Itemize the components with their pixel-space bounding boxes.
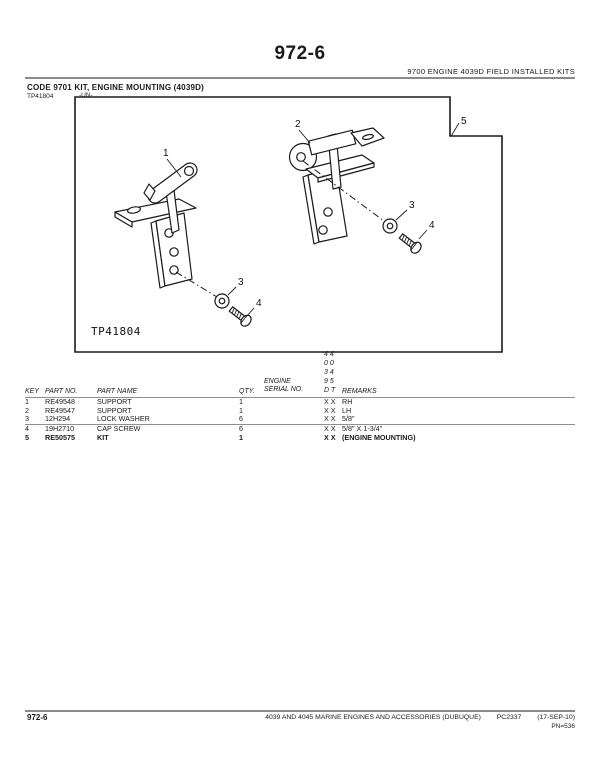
bracket-right-drawing bbox=[288, 127, 385, 245]
washer-left-drawing bbox=[214, 293, 230, 309]
cell-remarks: 5/8" bbox=[342, 414, 575, 426]
cell-part-name: KIT bbox=[97, 432, 109, 442]
cell-key: 3 bbox=[25, 414, 45, 426]
header-rule bbox=[25, 77, 575, 79]
table-row: 3 12H294 LOCK WASHER 6 X X 5/8" bbox=[25, 414, 575, 426]
cell-serial-spacer bbox=[264, 407, 324, 416]
engine-label: ENGINE bbox=[264, 377, 291, 385]
cell-key: 4 bbox=[25, 424, 29, 434]
cell-serial-spacer bbox=[264, 425, 324, 434]
col-header-remarks: REMARKS bbox=[342, 350, 575, 398]
callout-1: 1 bbox=[163, 148, 182, 178]
engine-code-line: 3 4 bbox=[324, 369, 334, 376]
cell-part-no: RE49547 bbox=[45, 405, 75, 415]
cell-part-no: 12H294 bbox=[45, 414, 97, 426]
footer-page-number: 972-6 bbox=[27, 713, 48, 722]
cell-part-no: RE50575 bbox=[45, 432, 75, 442]
serial-no-label: SERIAL NO. bbox=[264, 386, 304, 394]
cell-part-name: SUPPORT bbox=[97, 397, 132, 406]
cell-key: 1 bbox=[25, 397, 29, 406]
callout-3-left: 3 bbox=[227, 277, 244, 296]
footer-rule bbox=[25, 710, 575, 712]
section-title: 9700 ENGINE 4039D FIELD INSTALLED KITS bbox=[407, 67, 575, 76]
cell-serial: X X bbox=[324, 414, 342, 426]
parts-table: KEY PART NO. PART NAME QTY. ENGINE SERIA… bbox=[25, 350, 575, 443]
footer-pn: PN=536 bbox=[551, 723, 575, 730]
svg-text:2: 2 bbox=[295, 119, 301, 130]
footer-catalog-line: 4039 AND 4045 MARINE ENGINES AND ACCESSO… bbox=[265, 714, 575, 721]
footer-catalog-title: 4039 AND 4045 MARINE ENGINES AND ACCESSO… bbox=[265, 714, 481, 721]
washer-right-drawing bbox=[382, 218, 398, 234]
cell-part-name: SUPPORT bbox=[97, 405, 132, 415]
cell-serial: X X bbox=[324, 397, 336, 406]
cell-serial: X X bbox=[324, 432, 336, 442]
image-id-label: TP41804 bbox=[27, 93, 54, 100]
diagram-tp-label: TP41804 bbox=[91, 325, 141, 338]
cell-qty: 1 bbox=[239, 397, 243, 406]
svg-text:3: 3 bbox=[409, 200, 415, 211]
footer-catalog-code: PC2337 bbox=[496, 714, 522, 721]
cell-qty: 1 bbox=[239, 432, 243, 442]
code-title: CODE 9701 KIT, ENGINE MOUNTING (4039D) bbox=[27, 83, 204, 92]
callout-4-left: 4 bbox=[245, 298, 262, 318]
cap-screw-right-drawing bbox=[398, 233, 422, 254]
cell-key: 5 bbox=[25, 432, 29, 442]
cell-serial-spacer bbox=[264, 434, 324, 443]
engine-code-line: 4 4 bbox=[324, 351, 334, 358]
cell-qty: 6 bbox=[239, 414, 264, 426]
diagram-border bbox=[74, 96, 503, 353]
table-row: 2 RE49547 SUPPORT 1 X X LH bbox=[25, 405, 575, 416]
cell-part-name: CAP SCREW bbox=[97, 424, 141, 434]
image-id-suffix: -UN- bbox=[79, 92, 93, 99]
cell-serial: X X bbox=[324, 405, 336, 415]
svg-text:5: 5 bbox=[461, 116, 467, 127]
svg-text:4: 4 bbox=[256, 298, 262, 309]
svg-text:4: 4 bbox=[429, 220, 435, 231]
footer-date: (17-SEP-10) bbox=[537, 714, 575, 721]
svg-text:3: 3 bbox=[238, 277, 244, 288]
col-header-part-no: PART NO. bbox=[45, 350, 97, 398]
table-row-kit: 5 RE50575 KIT 1 X X (ENGINE MOUNTING) bbox=[25, 432, 575, 443]
cell-part-no: RE49548 bbox=[45, 397, 75, 406]
exploded-parts-diagram: 5 1 3 bbox=[74, 96, 503, 353]
callout-4-right: 4 bbox=[418, 220, 435, 240]
parts-table-header-row: KEY PART NO. PART NAME QTY. ENGINE SERIA… bbox=[25, 350, 575, 398]
col-header-key: KEY bbox=[25, 350, 45, 398]
cell-serial: X X bbox=[324, 424, 336, 434]
cell-key: 2 bbox=[25, 405, 29, 415]
cell-qty: 6 bbox=[239, 424, 243, 434]
engine-code-line: D T bbox=[324, 387, 336, 394]
cell-remarks: LH bbox=[342, 405, 352, 415]
table-row: 4 19H2710 CAP SCREW 6 X X 5/8" X 1-3/4" bbox=[25, 424, 575, 434]
col-header-qty: QTY. bbox=[239, 350, 264, 398]
cell-serial-spacer bbox=[264, 415, 324, 426]
cell-remarks: RH bbox=[342, 397, 353, 406]
engine-code-line: 9 5 bbox=[324, 378, 334, 385]
engine-code-line: 0 0 bbox=[324, 360, 334, 367]
svg-text:1: 1 bbox=[163, 148, 169, 159]
cell-remarks: (ENGINE MOUNTING) bbox=[342, 432, 416, 442]
cell-part-no: 19H2710 bbox=[45, 424, 75, 434]
callout-3-right: 3 bbox=[395, 200, 415, 221]
page-number-top: 972-6 bbox=[274, 43, 326, 64]
cell-serial-spacer bbox=[264, 398, 324, 407]
cell-part-name: LOCK WASHER bbox=[97, 414, 239, 426]
callout-5: 5 bbox=[451, 116, 467, 136]
col-header-engine-codes: 4 4 0 0 3 4 9 5 D T bbox=[324, 350, 342, 398]
cap-screw-left-drawing bbox=[228, 306, 252, 327]
bracket-left-drawing bbox=[114, 162, 218, 298]
table-row: 1 RE49548 SUPPORT 1 X X RH bbox=[25, 397, 575, 407]
col-header-part-name: PART NAME bbox=[97, 350, 239, 398]
cell-remarks: 5/8" X 1-3/4" bbox=[342, 424, 383, 434]
col-header-engine-serial: ENGINE SERIAL NO. bbox=[264, 350, 324, 398]
callout-2: 2 bbox=[295, 119, 311, 144]
cell-qty: 1 bbox=[239, 405, 243, 415]
